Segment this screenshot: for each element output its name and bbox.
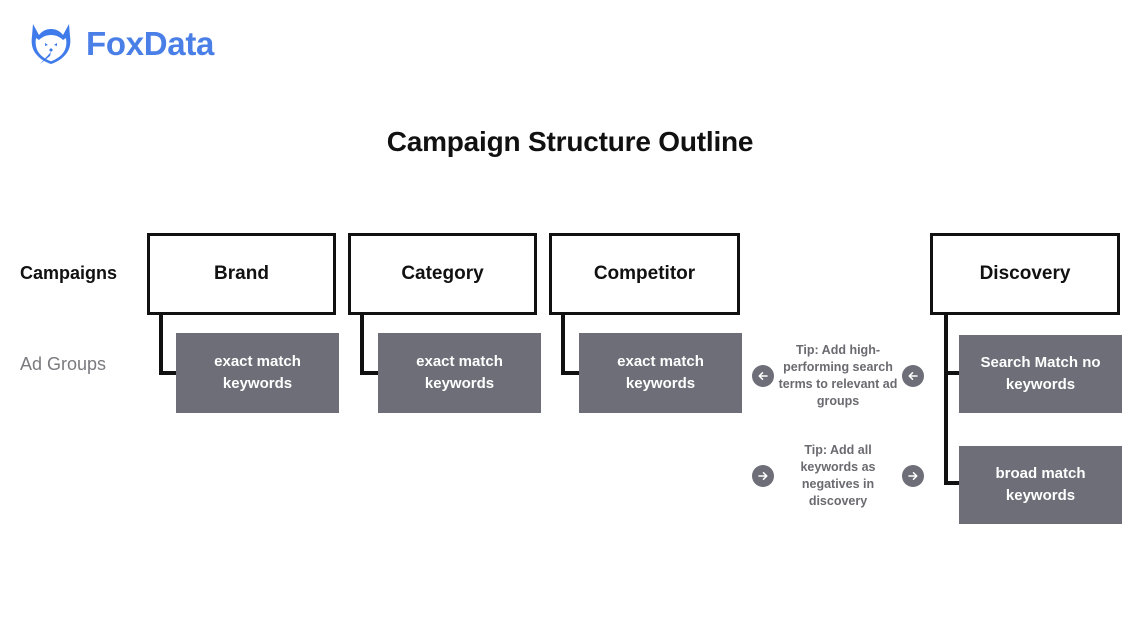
campaign-box-brand[interactable]: Brand [147, 233, 336, 315]
brand-name: FoxData [86, 24, 215, 62]
connector-brand-vertical [159, 313, 163, 375]
row-label-ad-groups: Ad Groups [20, 354, 107, 374]
ad-group-box-discovery-search-match[interactable]: Search Match no keywords [959, 335, 1122, 413]
ad-group-box-category-exact[interactable]: exact match keywords [378, 333, 541, 413]
campaign-box-discovery[interactable]: Discovery [930, 233, 1120, 315]
tip-negatives-in-discovery: Tip: Add all keywords as negatives in di… [752, 440, 932, 512]
arrow-right-circle-icon[interactable] [902, 465, 924, 487]
ad-group-box-brand-exact[interactable]: exact match keywords [176, 333, 339, 413]
arrow-right-circle-icon[interactable] [752, 465, 774, 487]
connector-category-vertical [360, 313, 364, 375]
row-label-campaigns: Campaigns [20, 263, 118, 283]
connector-competitor-vertical [561, 313, 565, 375]
connector-competitor-horizontal [561, 371, 591, 375]
tip-high-performing-terms: Tip: Add high-performing search terms to… [752, 340, 932, 412]
tip-text-negatives-in-discovery: Tip: Add all keywords as negatives in di… [800, 443, 876, 508]
brand-logo[interactable]: FoxData [26, 18, 214, 68]
connector-brand-horizontal [159, 371, 189, 375]
ad-group-box-competitor-exact[interactable]: exact match keywords [579, 333, 742, 413]
arrow-left-circle-icon[interactable] [902, 365, 924, 387]
connector-category-horizontal [360, 371, 390, 375]
campaign-box-category[interactable]: Category [348, 233, 537, 315]
connector-discovery-vertical [944, 313, 948, 485]
tip-text-high-performing-terms: Tip: Add high-performing search terms to… [778, 343, 898, 408]
ad-group-box-discovery-broad-match[interactable]: broad match keywords [959, 446, 1122, 524]
arrow-left-circle-icon[interactable] [752, 365, 774, 387]
page-title: Campaign Structure Outline [386, 126, 754, 157]
campaign-box-competitor[interactable]: Competitor [549, 233, 740, 315]
fox-head-icon [26, 18, 76, 68]
